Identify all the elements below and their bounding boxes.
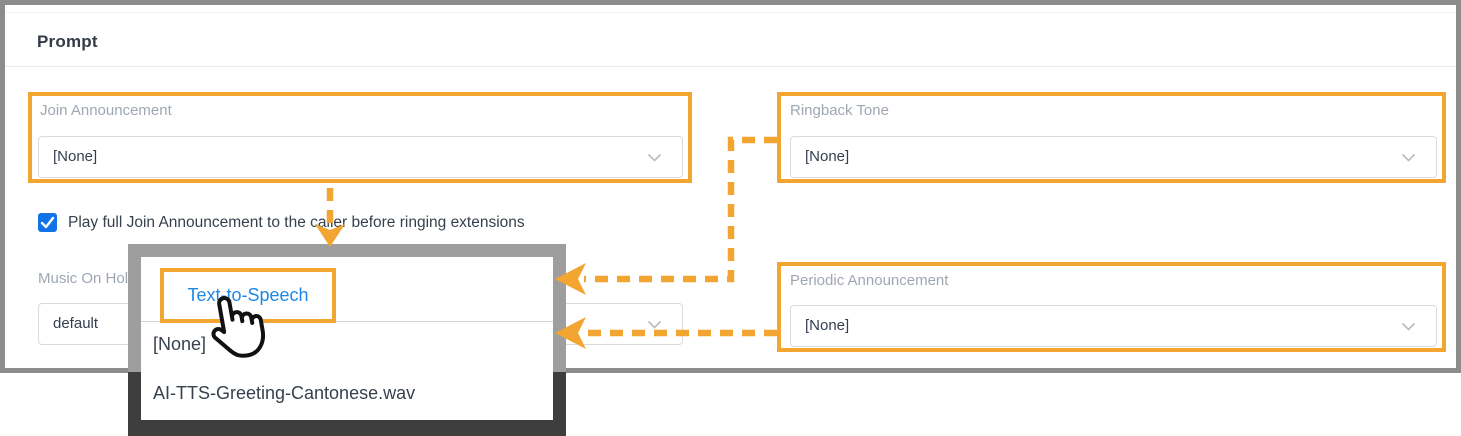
music-on-hold-label: Music On Hold — [38, 270, 137, 287]
menu-divider — [141, 321, 553, 322]
menu-item-none[interactable]: [None] — [153, 334, 207, 354]
join-announcement-label: Join Announcement — [40, 102, 172, 119]
play-full-checkbox[interactable] — [38, 213, 57, 232]
top-hairline — [5, 12, 1456, 13]
menu-item-ai-tts-greeting-cantonese[interactable]: AI-TTS-Greeting-Cantonese.wav — [153, 383, 416, 403]
ringback-tone-select[interactable]: [None] — [790, 136, 1437, 178]
announcement-dropdown-menu: Text-to-Speech [None] AI-TTS-Greeting-Ca… — [128, 244, 566, 436]
hand-cursor-icon — [194, 285, 272, 371]
chevron-down-icon — [647, 320, 662, 329]
highlight-box-periodic-announcement — [777, 262, 1446, 352]
highlight-box-join-announcement — [28, 92, 692, 183]
section-divider — [5, 66, 1456, 67]
periodic-announcement-label: Periodic Announcement — [790, 272, 949, 289]
ringback-tone-label: Ringback Tone — [790, 102, 889, 119]
play-full-announcement-row: Play full Join Announcement to the calle… — [38, 213, 525, 232]
play-full-checkbox-label: Play full Join Announcement to the calle… — [68, 213, 525, 231]
section-title: Prompt — [37, 32, 98, 51]
highlight-box-ringback-tone — [777, 92, 1446, 183]
chevron-down-icon — [1401, 322, 1416, 331]
checkmark-icon — [40, 216, 55, 229]
periodic-announcement-select[interactable]: [None] — [790, 305, 1437, 347]
chevron-down-icon — [1401, 153, 1416, 162]
periodic-announcement-value: [None] — [805, 317, 850, 334]
music-on-hold-value: default — [53, 315, 99, 332]
join-announcement-value: [None] — [53, 148, 98, 165]
menu-item-text-to-speech[interactable]: Text-to-Speech — [187, 285, 309, 305]
ringback-tone-value: [None] — [805, 148, 850, 165]
